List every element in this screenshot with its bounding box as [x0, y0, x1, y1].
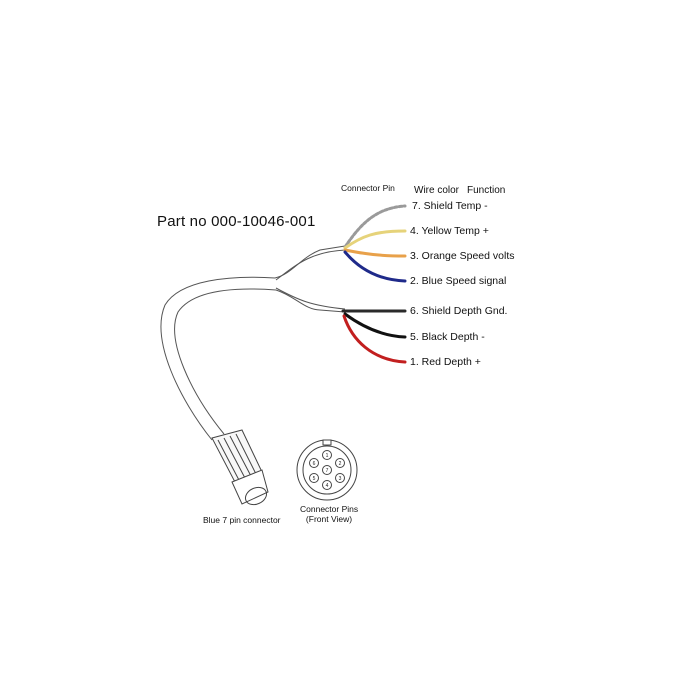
header-function: Function	[467, 185, 506, 196]
wire-label-pin3: 3. Orange Speed volts	[410, 250, 515, 262]
pins-caption-line1: Connector Pins	[300, 504, 359, 514]
pin-4	[322, 480, 332, 490]
wire-label-pin1: 1. Red Depth +	[410, 356, 481, 368]
pin-label-4: 4	[326, 483, 329, 489]
pin-label-5: 5	[313, 476, 316, 482]
connector-pins-front-view	[296, 439, 358, 501]
wire-label-pin2: 2. Blue Speed signal	[410, 275, 507, 287]
pin-label-3: 3	[339, 476, 342, 482]
wire-orange	[343, 248, 407, 258]
wire-label-pin6: 6. Shield Depth Gnd.	[410, 305, 508, 317]
pin-label-6: 6	[313, 461, 316, 467]
main-cable	[160, 245, 346, 441]
wire-black	[343, 312, 407, 339]
part-number: Part no 000-10046-001	[157, 213, 316, 230]
wire-label-pin5: 5. Black Depth -	[410, 331, 485, 343]
lower-wire-bundle	[341, 309, 407, 364]
blue-7-pin-connector	[211, 429, 269, 506]
wire-shield-temp	[343, 204, 407, 249]
pin-3	[335, 473, 345, 483]
pin-1	[322, 450, 332, 460]
header-wire-color: Wire color	[414, 185, 460, 196]
pin-label-7: 7	[326, 468, 329, 474]
pin-label-1: 1	[326, 453, 329, 459]
pin-6	[309, 458, 319, 468]
pin-7	[322, 465, 332, 475]
wire-yellow	[343, 229, 407, 250]
pins-key-notch	[322, 439, 332, 446]
pin-2	[335, 458, 345, 468]
wire-red	[342, 314, 407, 364]
connector-caption: Blue 7 pin connector	[203, 515, 281, 525]
pin-5	[309, 473, 319, 483]
pin-number-labels: 7 1 2 3 4 5 6	[313, 453, 342, 489]
upper-wire-bundle	[343, 204, 407, 283]
pins-caption-line2: (Front View)	[305, 514, 353, 524]
wire-blue	[343, 250, 407, 283]
pins-inner-ring	[302, 445, 352, 495]
cable-fork	[275, 249, 346, 310]
wire-label-pin7: 7. Shield Temp -	[412, 200, 488, 212]
pin-label-2: 2	[339, 461, 342, 467]
header-connector-pin: Connector Pin	[341, 183, 395, 193]
wire-label-pin4: 4. Yellow Temp +	[410, 225, 489, 237]
